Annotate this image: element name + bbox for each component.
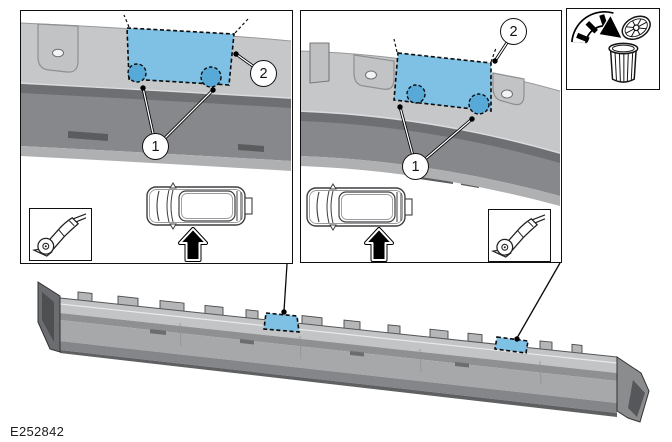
trash-can [608, 42, 639, 83]
connector-lines [281, 262, 561, 342]
channel-slot [68, 131, 108, 141]
rail-slots [150, 329, 469, 368]
cut-line-mark [393, 38, 398, 53]
bracket-tab [309, 42, 330, 84]
leader-dot [233, 51, 239, 57]
cut-line-mark [123, 14, 130, 28]
notch-pocket [37, 23, 79, 73]
leader-dot [469, 116, 475, 122]
cut-line-mark [234, 18, 249, 34]
trash-lid [621, 15, 651, 40]
discard-symbol-box [566, 8, 660, 90]
callout-1-badge: 1 [142, 133, 169, 160]
panel-right-illustration [301, 31, 560, 206]
fitting-direction-arrow-icon [178, 227, 208, 262]
leader-dot [281, 309, 287, 315]
cut-line-mark [490, 47, 497, 63]
leader-dot [210, 87, 216, 93]
leader-dot [514, 336, 520, 342]
electric-cutter-icon [491, 214, 546, 258]
callout-2-badge: 2 [250, 60, 277, 87]
locating-hole [501, 89, 513, 99]
locating-hole [365, 70, 377, 80]
mirror-detail [169, 182, 177, 230]
vehicle-top-view-icon [146, 182, 253, 230]
cut-hole-mark [127, 63, 147, 83]
notch-pocket [492, 72, 525, 106]
leader-dot [492, 58, 498, 64]
cut-hole-mark [406, 84, 426, 104]
tool-box [29, 208, 92, 261]
cut-area-location-left [263, 312, 300, 333]
callout-2-badge: 2 [500, 18, 527, 45]
channel-slot [238, 144, 264, 152]
locating-hole [52, 48, 64, 58]
panel-left-illustration [21, 14, 291, 171]
headliner-rail [37, 281, 650, 423]
leader-dot [397, 104, 403, 110]
fitting-direction-arrow-icon [364, 227, 394, 262]
electric-cutter-icon [32, 213, 87, 257]
vehicle-top-view-icon [306, 183, 413, 231]
detail-panel-left: 1 2 [20, 10, 293, 264]
detail-panel-right: 1 2 [300, 10, 562, 263]
leader-dot [140, 85, 146, 91]
tool-box [488, 209, 551, 262]
headliner-full-view [37, 262, 650, 423]
mirror-detail [329, 183, 337, 231]
discard-arrow [571, 11, 624, 44]
figure-id-label: E252842 [10, 424, 65, 439]
cut-hole-mark [200, 66, 222, 88]
discard-into-trash-icon [571, 11, 651, 83]
cut-hole-mark [468, 93, 490, 115]
callout-1-badge: 1 [402, 153, 429, 180]
